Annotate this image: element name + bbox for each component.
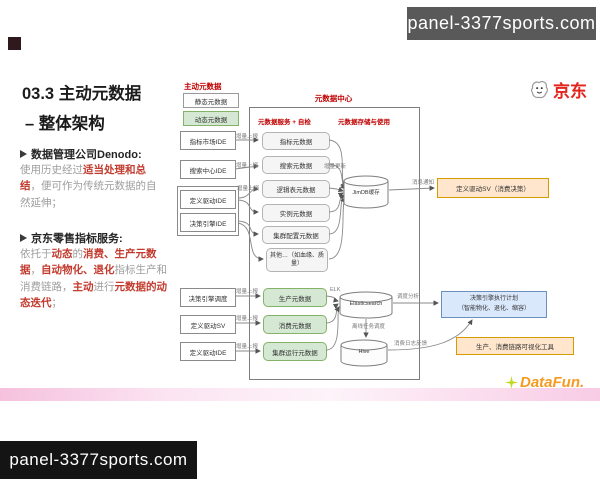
jd-logo: 京东 [528,77,587,102]
datafun-logo: DataFun. [505,374,584,391]
source-box-metric-market: 指标市场IDE [180,131,236,150]
consumer-box-definition-sv: 定义驱动SV（消费决策） [437,178,549,198]
bullet2-body: 依托于动态的消费、生产元数据，自动物化、退化指标生产和消费链路，主动进行元数据的… [20,248,167,309]
dynamic-meta-consumption: 消费元数据 [263,315,327,334]
sparkle-icon [505,376,518,389]
metadata-center-title: 元数据中心 [314,94,353,103]
jimdb-label: JimDB缓存 [352,190,380,196]
bullet1-heading-text: 数据管理公司Denodo: [31,149,142,161]
bullet2-heading: 京东零售指标服务: [20,230,123,246]
static-meta-metric: 指标元数据 [262,132,330,150]
dynamic-meta-production: 生产元数据 [263,288,327,307]
edge-label-dispatch-analysis: 调度分析 [397,294,420,300]
corner-decoration [8,37,21,50]
consumer-box-decision-plan: 决策引擎执行计划 （智能物化、退化、缩容） [441,291,547,318]
joy-dog-icon [530,80,548,98]
source-box-decision-schedule: 决策引擎调度 [180,288,236,307]
consumer-box-visualization-tool: 生产、消费链路可视化工具 [456,337,574,355]
watermark-top: panel-3377sports.com [407,7,596,40]
legend-static-metadata: 静态元数据 [183,93,239,108]
static-meta-instance: 实例元数据 [262,204,330,222]
section-label-storage: 元数据存储与使用 [338,119,390,126]
source-box-decision-ide: 决策引擎IDE [180,213,236,232]
title-line-1: 03.3 主动元数据 [22,85,142,103]
hive-label: Hive [358,349,370,355]
elasticsearch-label: Elasticsearch [349,301,383,307]
bullet1-heading: 数据管理公司Denodo: [20,146,142,162]
edge-label-incr-report: 增量上报 [236,134,259,140]
edge-label-elk: ELK [330,287,341,293]
bullet-arrow-icon [20,150,27,158]
source-box-definition-ide: 定义驱动IDE [180,190,236,209]
title-line-2: – 整体架构 [25,114,105,133]
source-box-definition-ide2: 定义驱动IDE [180,342,236,361]
edge-label-incr-update: 增量更新 [324,164,347,170]
edge-label-incr-report: 增量上报 [236,163,259,169]
legend-title: 主动元数据 [184,82,222,91]
static-meta-other: 其他…（如血缘、质量） [266,248,328,272]
static-meta-cluster-config: 集群配置元数据 [262,226,330,244]
bullet1-body: 使用历史经过适当处理和总结，便可作为传统元数据的自然延伸； [20,164,157,209]
section-label-service: 元数据服务 + 自检 [258,119,311,126]
jd-wordmark: 京东 [553,82,587,101]
static-meta-logical-table: 逻辑表元数据 [262,180,330,198]
edge-label-incr-report: 增量上报 [236,344,259,350]
source-box-search-center: 搜索中心IDE [180,160,236,179]
source-box-definition-sv: 定义驱动SV [180,315,236,334]
bullet-arrow-icon [20,234,27,242]
legend-dynamic-metadata: 动态元数据 [183,111,239,126]
static-meta-search: 搜索元数据 [262,156,330,174]
dynamic-meta-cluster-runtime: 集群运行元数据 [263,342,327,361]
edge-label-incr-report: 增量上报 [236,289,259,295]
bullet2-heading-text: 京东零售指标服务: [31,233,123,245]
pink-accent-bar [0,388,600,401]
edge-label-incr-report: 增量上报 [237,186,260,192]
page-title: 03.3 主动元数据 – 整体架构 [22,80,141,139]
decision-plan-line1: 决策引擎执行计划 [469,295,518,302]
decision-plan-line2: （智能物化、退化、缩容） [457,305,530,312]
edge-label-offline-schedule: 离线任务调度 [352,324,386,330]
datafun-wordmark: DataFun. [520,374,585,391]
edge-label-msg-notify: 消息通知 [412,180,435,186]
watermark-bottom: panel-3377sports.com [0,441,197,479]
edge-label-log-feedback: 消费日志反馈 [394,341,428,347]
edge-label-incr-report: 增量上报 [236,316,259,322]
